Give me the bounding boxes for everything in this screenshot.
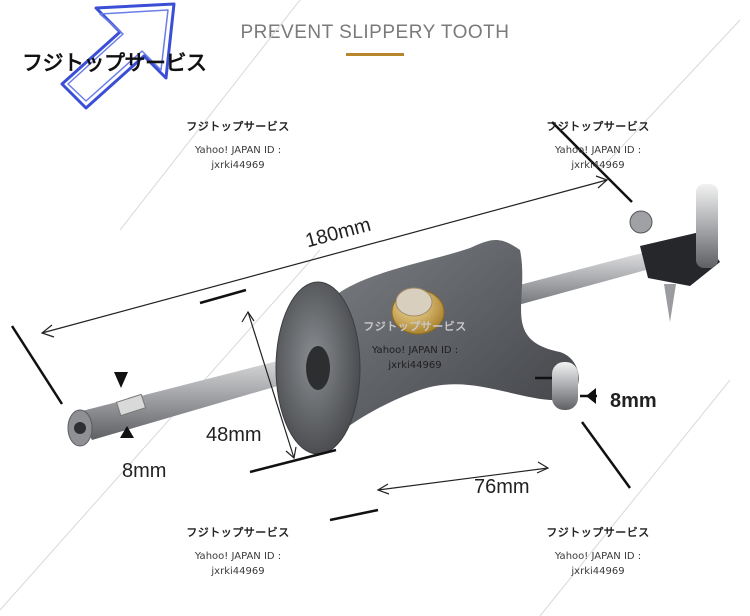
watermark-id-label: Yahoo! JAPAN ID :: [194, 551, 282, 562]
watermark-id-value: jxrki44969: [388, 360, 442, 371]
watermark-brand: フジトップサービス: [186, 120, 290, 133]
watermark-brand: フジトップサービス: [186, 526, 290, 539]
watermark-id-value: jxrki44969: [571, 160, 625, 171]
brand-name: フジトップサービス: [22, 51, 207, 75]
watermark-brand: フジトップサービス: [546, 120, 650, 133]
watermark-id-value: jxrki44969: [571, 566, 625, 577]
watermark-id-label: Yahoo! JAPAN ID :: [371, 345, 459, 356]
watermark: フジトップサービス Yahoo! JAPAN ID : jxrki44969: [503, 524, 693, 579]
up-right-arrow-outline-icon: [60, 2, 176, 110]
dimension-pin-diameter: 8mm: [610, 390, 657, 412]
title-underline: [346, 53, 404, 56]
watermark-id-value: jxrki44969: [211, 566, 265, 577]
watermark-id-label: Yahoo! JAPAN ID :: [554, 145, 642, 156]
watermark-id-value: jxrki44969: [211, 160, 265, 171]
watermark-id-label: Yahoo! JAPAN ID :: [554, 551, 642, 562]
watermark-brand: フジトップサービス: [363, 320, 467, 333]
watermark: フジトップサービス Yahoo! JAPAN ID : jxrki44969: [503, 118, 693, 173]
page-title: PREVENT SLIPPERY TOOTH: [240, 22, 510, 43]
watermark: フジトップサービス Yahoo! JAPAN ID : jxrki44969: [143, 524, 333, 579]
dimension-rod-diameter: 8mm: [122, 460, 167, 482]
watermark: フジトップサービス Yahoo! JAPAN ID : jxrki44969: [320, 318, 510, 373]
dimension-fence-height: 48mm: [206, 424, 262, 446]
watermark-id-label: Yahoo! JAPAN ID :: [194, 145, 282, 156]
dimension-base-width: 76mm: [474, 476, 530, 498]
watermark-brand: フジトップサービス: [546, 526, 650, 539]
watermark: フジトップサービス Yahoo! JAPAN ID : jxrki44969: [143, 118, 333, 173]
